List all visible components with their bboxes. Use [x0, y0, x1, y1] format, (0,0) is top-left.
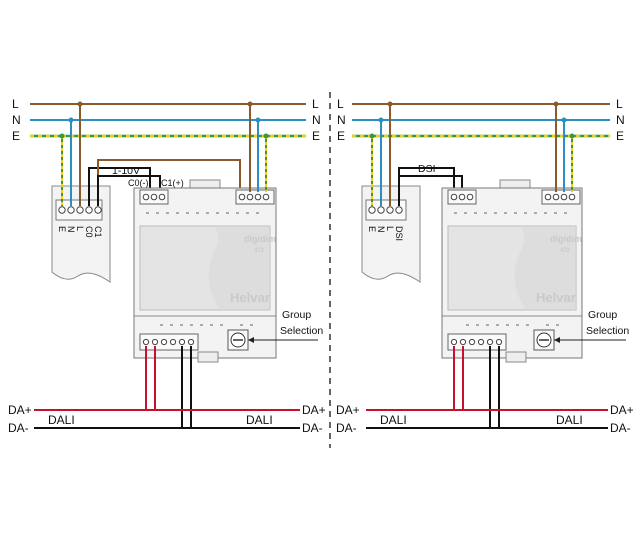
bus-label-e-mid-b: E	[337, 129, 345, 143]
dali-name-right-a: DALI	[380, 413, 407, 427]
ballast-left-term-c1: C1	[93, 226, 103, 238]
ballast-right-term-l: L	[385, 226, 395, 231]
ballast-right-terminals	[368, 206, 403, 214]
c1-label: C1(+)	[161, 178, 184, 188]
dali-name-right-b: DALI	[556, 413, 583, 427]
model-right: 472	[560, 248, 571, 254]
ballast-right-term-e: E	[367, 226, 377, 232]
controller-left-feed-wires	[247, 101, 269, 192]
mains-bus-right	[352, 103, 610, 138]
controller-left: digidim 472 Helvar	[133, 179, 277, 363]
bus-label-l-left: L	[12, 97, 19, 111]
bus-label-n-mid-a: N	[312, 113, 321, 127]
group-label-right: Group	[588, 309, 617, 321]
bus-label-n-mid-b: N	[337, 113, 346, 127]
dali-minus-label-mid-b: DA-	[336, 421, 357, 435]
dali-name-left-a: DALI	[48, 413, 75, 427]
ballast-left-terminals	[58, 206, 102, 214]
bus-label-e-right: E	[616, 129, 624, 143]
ballast-right-term-n: N	[376, 226, 386, 233]
dali-plus-label-mid: DA+	[302, 403, 326, 417]
bus-label-n-right: N	[616, 113, 625, 127]
ballast-left-term-e: E	[57, 226, 67, 232]
controller-right-feed-wires	[553, 101, 575, 192]
bus-label-l-right: L	[616, 97, 623, 111]
ballast-left: E N L C0 C1	[51, 185, 111, 283]
logo-left: digidim	[244, 234, 276, 244]
model-left: 472	[254, 248, 265, 254]
bus-label-e-left: E	[12, 129, 20, 143]
control-label-right: DSI	[418, 163, 436, 175]
dali-plus-label-mid-b: DA+	[336, 403, 360, 417]
dali-minus-label-right: DA-	[610, 421, 631, 435]
ballast-right: E N L DSI	[361, 185, 421, 283]
ballast-left-feed-wires	[59, 101, 83, 206]
dali-plus-label-right: DA+	[610, 403, 634, 417]
ballast-right-feed-wires	[369, 101, 393, 206]
bus-label-l-mid-a: L	[312, 97, 319, 111]
dali-drop-left	[145, 346, 192, 428]
logo-right: digidim	[550, 234, 582, 244]
brand-right: Helvar	[536, 290, 576, 305]
bus-label-l-mid-b: L	[337, 97, 344, 111]
dali-minus-label-mid: DA-	[302, 421, 323, 435]
dali-plus-label-left: DA+	[8, 403, 32, 417]
c0-label: C0(-)	[128, 178, 149, 188]
ballast-left-term-c0: C0	[84, 226, 94, 238]
ballast-right-term-dsi: DSI	[394, 226, 404, 241]
brand-left: Helvar	[230, 290, 270, 305]
group-label-left: Group	[282, 309, 311, 321]
control-wires-left	[88, 159, 241, 206]
bus-label-e-mid-a: E	[312, 129, 320, 143]
dali-drop-right	[453, 346, 500, 428]
selection-label-left: Selection	[280, 325, 323, 337]
control-wires-right	[398, 167, 463, 206]
ballast-left-term-n: N	[66, 226, 76, 233]
selection-label-right: Selection	[586, 325, 629, 337]
dali-minus-label-left: DA-	[8, 421, 29, 435]
ballast-left-term-l: L	[75, 226, 85, 231]
controller-right: digidim 472 Helvar	[441, 179, 583, 363]
bus-label-n-left: N	[12, 113, 21, 127]
control-label-left: 1-10V	[112, 165, 140, 177]
dali-name-left-b: DALI	[246, 413, 273, 427]
